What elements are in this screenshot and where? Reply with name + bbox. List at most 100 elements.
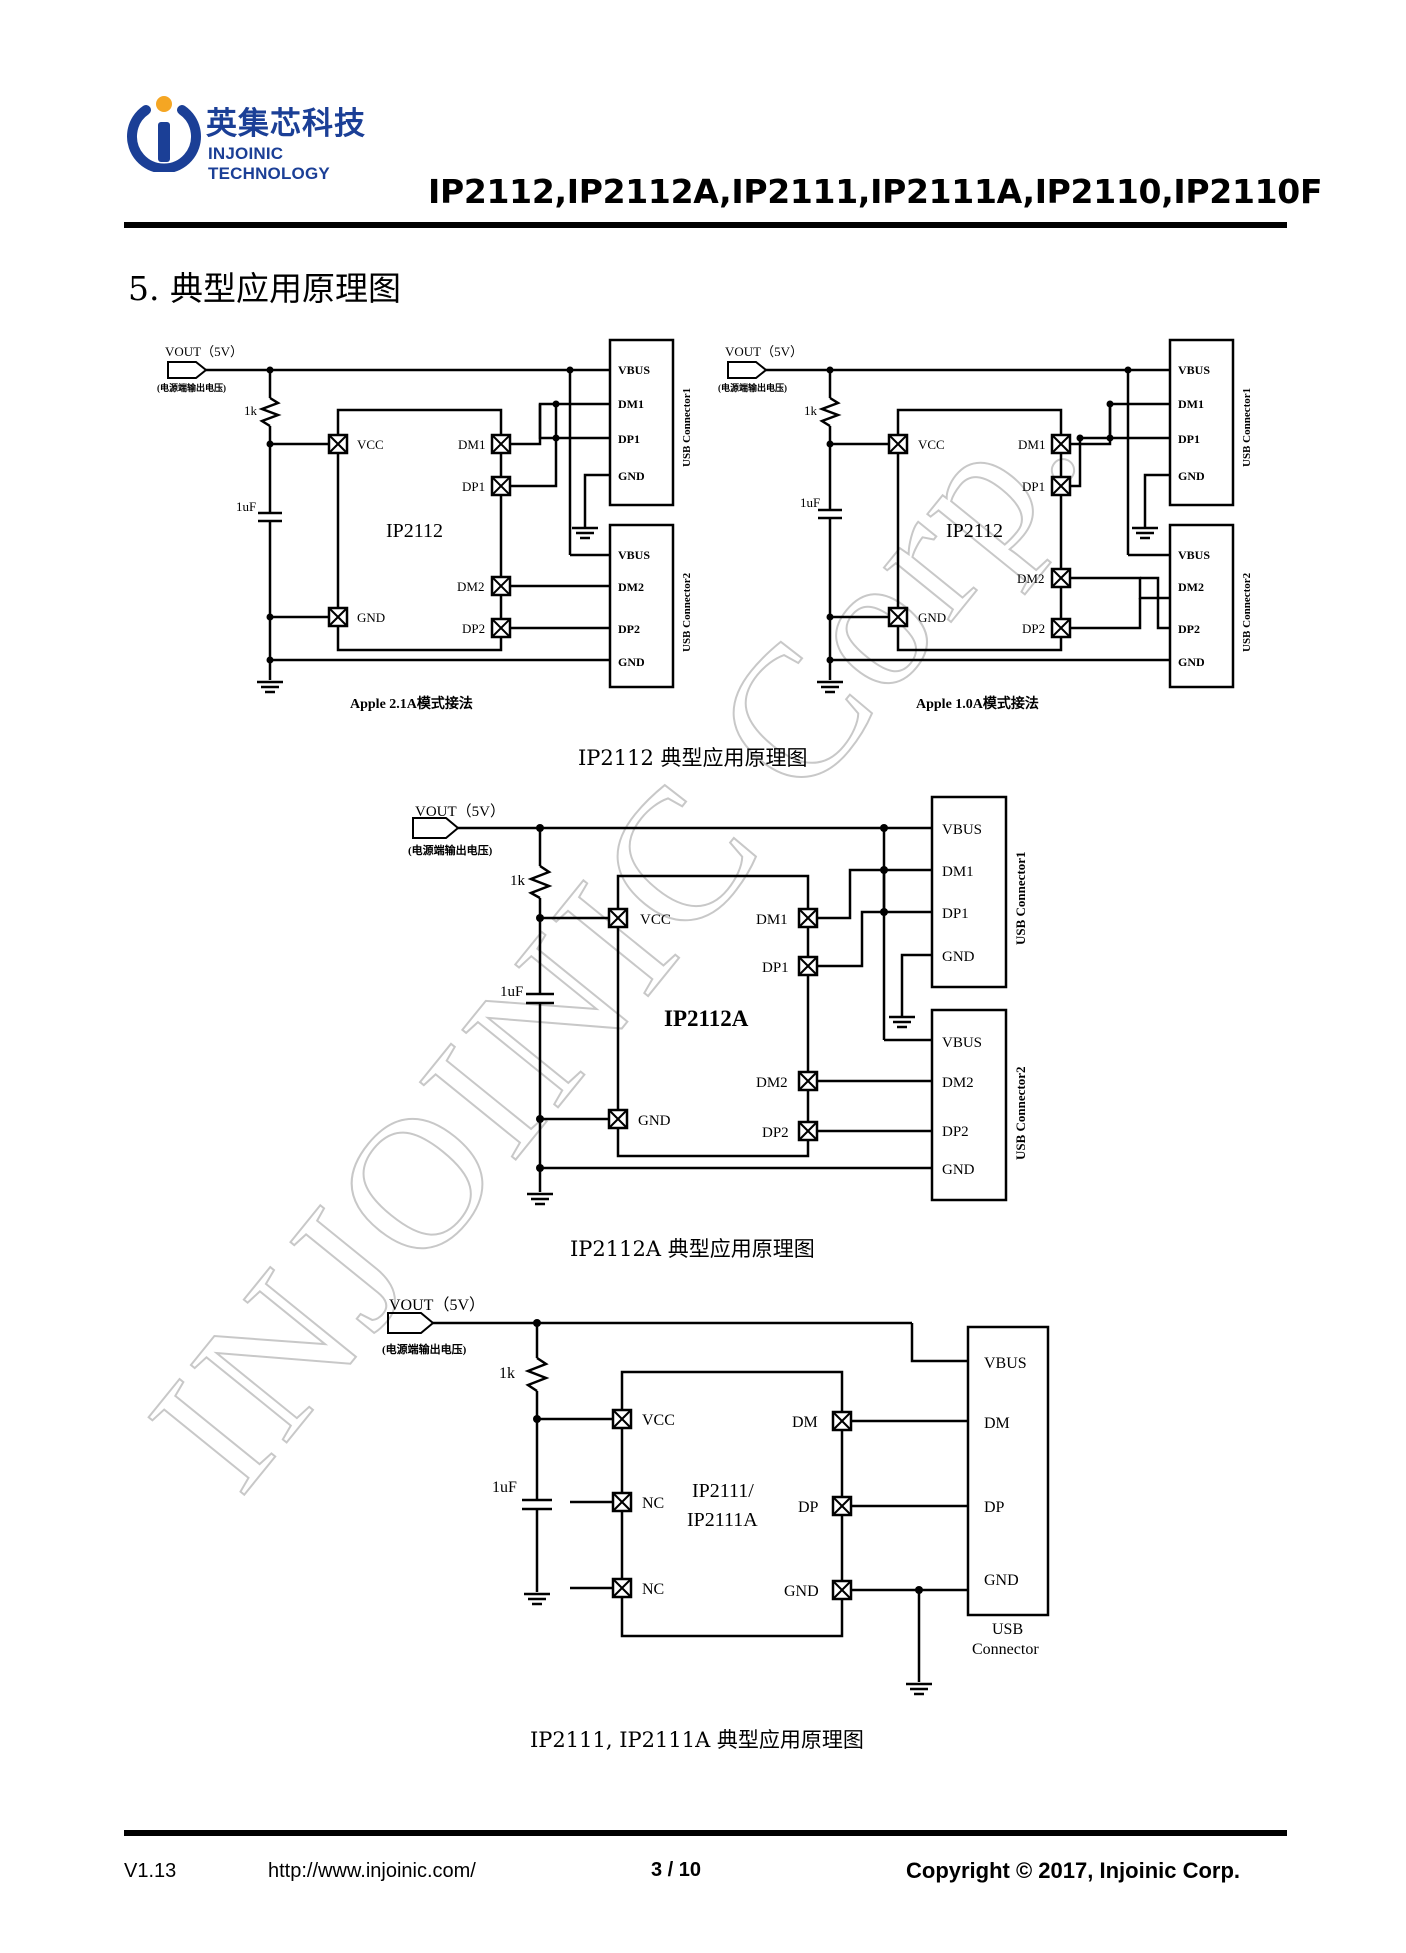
d1l-pin-gnd: GND [357, 610, 385, 625]
d1l-conn2-name: USB Connector2 [681, 572, 693, 652]
d3-pin-dp: DP [798, 1499, 819, 1516]
d1r-pin-dm2: DM2 [1017, 571, 1044, 586]
d1l-chip-label: IP2112 [386, 520, 443, 542]
logo-mark-icon [127, 96, 201, 172]
d1r-pin-dm1: DM1 [1018, 437, 1045, 452]
d1r-resistor-label: 1k [804, 403, 818, 418]
d2-chip-label: IP2112A [664, 1006, 749, 1031]
d1l-c2-dp: DP2 [618, 622, 640, 636]
d3-conn-dp: DP [984, 1499, 1005, 1516]
d3-conn-name-line2: Connector [972, 1641, 1039, 1658]
d3-resistor-label: 1k [499, 1365, 515, 1382]
d3-conn-vbus: VBUS [984, 1355, 1027, 1372]
diagram3-caption: IP2111, IP2111A 典型应用原理图 [530, 1728, 864, 1752]
d1l-c1-gnd: GND [618, 469, 645, 483]
d1r-c2-dp: DP2 [1178, 622, 1200, 636]
d3-pin-gnd: GND [784, 1583, 819, 1600]
d2-c2-dm: DM2 [942, 1075, 974, 1091]
d1l-cap-label: 1uF [236, 499, 256, 514]
d2-pin-dp1: DP1 [762, 960, 789, 976]
d1l-c2-dm: DM2 [618, 580, 644, 594]
d2-c2-vbus: VBUS [942, 1035, 982, 1051]
d2-c1-vbus: VBUS [942, 822, 982, 838]
d3-pin-nc2: NC [642, 1581, 664, 1598]
d2-vout-label: VOUT（5V） [415, 803, 505, 820]
footer-version: V1.13 [124, 1860, 177, 1882]
d1r-c1-gnd: GND [1178, 469, 1205, 483]
part-numbers-title: IP2112,IP2112A,IP2111,IP2111A,IP2110,IP2… [428, 172, 1323, 211]
d1r-c1-dp: DP1 [1178, 432, 1200, 446]
d1l-vout-note: (电源端输出电压) [157, 382, 226, 393]
d1l-mode-label: Apple 2.1A模式接法 [350, 695, 473, 712]
d2-cap-label: 1uF [500, 984, 523, 1000]
d2-c2-dp: DP2 [942, 1124, 969, 1140]
d1r-pin-gnd: GND [918, 610, 946, 625]
d3-vout-note: (电源端输出电压) [382, 1342, 467, 1356]
d1r-c1-vbus: VBUS [1178, 363, 1210, 377]
d1l-c2-gnd: GND [618, 655, 645, 669]
d2-conn2-name: USB Connector2 [1013, 1066, 1028, 1160]
diagram2-caption: IP2112A 典型应用原理图 [570, 1237, 815, 1261]
d2-pin-dp2: DP2 [762, 1125, 789, 1141]
d3-pin-vcc: VCC [642, 1412, 675, 1429]
footer-page-number: 3 / 10 [651, 1859, 702, 1881]
d3-pin-dm: DM [792, 1414, 818, 1431]
footer-copyright: Copyright © 2017, Injoinic Corp. [906, 1858, 1241, 1883]
d1r-conn2-name: USB Connector2 [1241, 572, 1253, 652]
d2-pin-vcc: VCC [640, 912, 671, 928]
d1r-cap-label: 1uF [800, 495, 820, 510]
d2-pin-dm2: DM2 [756, 1075, 788, 1091]
diagram2 [412, 795, 1008, 1202]
d2-c1-dm: DM1 [942, 864, 974, 880]
d1r-conn1-name: USB Connector1 [1241, 388, 1253, 467]
d3-conn-dm: DM [984, 1415, 1010, 1432]
d3-vout-label: VOUT（5V） [389, 1296, 485, 1314]
d2-c1-dp: DP1 [942, 906, 969, 922]
d1l-pin-vcc: VCC [357, 437, 384, 452]
d3-chip-line1: IP2111/ [692, 1480, 754, 1502]
d1l-c1-dm: DM1 [618, 397, 644, 411]
d3-conn-gnd: GND [984, 1572, 1019, 1589]
d1l-pin-dp1: DP1 [462, 479, 485, 494]
d1l-conn1-name: USB Connector1 [681, 388, 693, 467]
d1r-c2-vbus: VBUS [1178, 548, 1210, 562]
d2-pin-dm1: DM1 [756, 912, 788, 928]
d1r-c2-gnd: GND [1178, 655, 1205, 669]
d1r-vout-label: VOUT（5V） [725, 344, 803, 359]
d1l-vout-label: VOUT（5V） [165, 344, 243, 359]
d1r-c2-dm: DM2 [1178, 580, 1204, 594]
d1l-pin-dp2: DP2 [462, 621, 485, 636]
d1r-pin-dp1: DP1 [1022, 479, 1045, 494]
footer-rule [124, 1830, 1287, 1836]
d2-conn1-name: USB Connector1 [1013, 851, 1028, 945]
logo-chinese-name: 英集芯科技 [206, 106, 366, 142]
logo-english-name: INJOINIC TECHNOLOGY [208, 144, 330, 183]
d2-c2-gnd: GND [942, 1162, 975, 1178]
d1r-pin-vcc: VCC [918, 437, 945, 452]
d3-cap-label: 1uF [492, 1479, 517, 1496]
d1l-resistor-label: 1k [244, 403, 258, 418]
d1r-chip-label: IP2112 [946, 520, 1003, 542]
d1l-pin-dm1: DM1 [458, 437, 485, 452]
header-rule [124, 222, 1287, 228]
diagram1-left [167, 338, 675, 689]
d1l-c2-vbus: VBUS [618, 548, 650, 562]
company-logo: 英集芯科技 INJOINIC TECHNOLOGY [124, 92, 394, 183]
d1l-c1-vbus: VBUS [618, 363, 650, 377]
d1r-pin-dp2: DP2 [1022, 621, 1045, 636]
d1l-pin-dm2: DM2 [457, 579, 484, 594]
footer-url[interactable]: http://www.injoinic.com/ [268, 1860, 476, 1882]
d3-chip-line2: IP2111A [687, 1509, 758, 1531]
d2-pin-gnd: GND [638, 1113, 671, 1129]
d3-pin-nc1: NC [642, 1495, 664, 1512]
d1r-mode-label: Apple 1.0A模式接法 [916, 695, 1039, 712]
d1l-c1-dp: DP1 [618, 432, 640, 446]
d2-resistor-label: 1k [510, 873, 526, 889]
d2-c1-gnd: GND [942, 949, 975, 965]
d1r-c1-dm: DM1 [1178, 397, 1204, 411]
d1r-vout-note: (电源端输出电压) [718, 382, 787, 393]
d2-vout-note: (电源端输出电压) [408, 843, 493, 857]
d3-conn-name-line1: USB [992, 1621, 1023, 1638]
section-title: 5. 典型应用原理图 [128, 269, 401, 308]
